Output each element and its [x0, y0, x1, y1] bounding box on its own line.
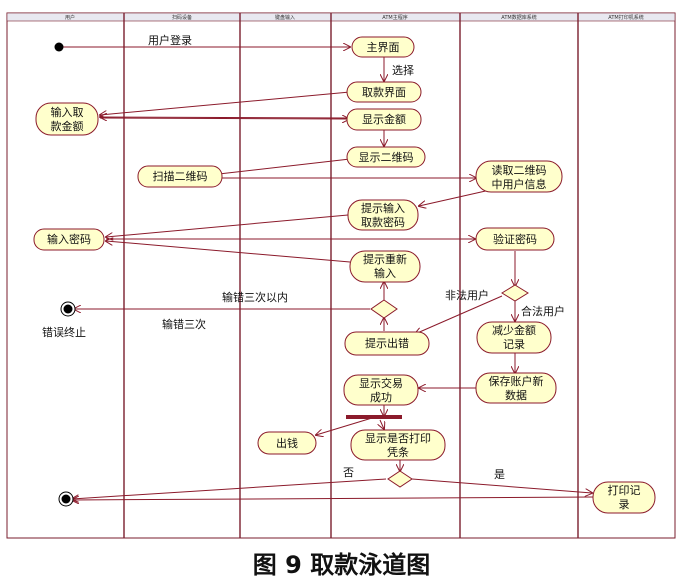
activity-label: 中用户信息 — [492, 177, 547, 191]
edge — [210, 158, 351, 175]
lane-titles: 用户 扫码设备 键盘输入 ATM主程序 ATM数据库系统 ATM打印机系统 — [65, 14, 644, 21]
activity-texts: 主界面 取款界面 输入取 款金额 显示金额 显示二维码 扫描二维码 读取二维码 … — [47, 41, 641, 511]
decision-user-validity — [501, 284, 529, 302]
activity-verify-pwd — [475, 227, 555, 251]
edge — [100, 91, 351, 115]
lane-title-atm-main: ATM主程序 — [382, 14, 407, 21]
header-band — [6, 12, 676, 22]
lane-title-user: 用户 — [65, 14, 75, 21]
activity-label: 显示二维码 — [359, 151, 414, 164]
fork-bar — [346, 415, 402, 419]
activity-reduce — [476, 321, 552, 354]
activity-save-data — [475, 372, 557, 404]
activity-scan-qr — [137, 165, 223, 188]
lane-title-db: ATM数据库系统 — [501, 14, 536, 21]
activity-label: 记录 — [503, 338, 525, 351]
edge — [415, 295, 503, 334]
activity-label: 录 — [619, 498, 630, 511]
label-no: 否 — [343, 466, 354, 479]
activity-label: 款金额 — [51, 119, 84, 133]
activity-label: 输入 — [374, 266, 396, 280]
lane-separators — [123, 13, 579, 538]
activity-label: 主界面 — [367, 41, 400, 54]
activity-label: 数据 — [505, 388, 527, 402]
activity-ask-print — [350, 429, 446, 461]
lane-title-keypad: 键盘输入 — [275, 14, 295, 21]
initial-node — [54, 42, 64, 52]
activity-input-pwd — [33, 228, 105, 251]
activity-label: 减少金额 — [492, 323, 536, 337]
label-error-end: 错误终止 — [42, 325, 86, 339]
edge — [72, 497, 595, 500]
edge-labels: 用户登录 选择 输错三次以内 输错三次 非法用户 合法用户 否 是 错误终止 — [42, 33, 565, 481]
activity-read-qr — [475, 160, 563, 193]
activity-label: 输入取 — [51, 105, 84, 119]
label-within3: 输错三次以内 — [222, 290, 288, 304]
activity-prompt-error — [344, 331, 430, 356]
edge — [380, 419, 384, 429]
final-node-error-core — [63, 304, 73, 314]
decision-print — [387, 470, 413, 488]
flow-edges — [62, 47, 595, 500]
activity-label: 扫描二维码 — [153, 169, 208, 183]
activity-label: 打印记 — [608, 483, 641, 497]
activity-label: 提示输入 — [361, 201, 405, 215]
activity-label: 提示重新 — [363, 252, 407, 266]
figure-caption: 图 9 取款泳道图 — [252, 551, 431, 579]
activity-print — [592, 481, 656, 514]
activity-label: 读取二维码 — [492, 163, 547, 177]
activity-label: 取款界面 — [362, 85, 406, 99]
edge — [419, 189, 491, 206]
label-login: 用户登录 — [148, 33, 192, 47]
edge — [72, 478, 387, 499]
lane-title-printer: ATM打印机系统 — [608, 14, 643, 21]
label-legal: 合法用户 — [521, 304, 565, 318]
edge — [106, 214, 349, 237]
activity-label: 显示交易 — [359, 376, 403, 390]
diagram-frame — [6, 12, 676, 539]
activity-prompt-pwd — [347, 199, 419, 231]
activity-label: 显示是否打印 — [365, 431, 431, 445]
label-illegal: 非法用户 — [445, 288, 489, 302]
activity-show-qr — [346, 146, 426, 168]
activity-dispense — [257, 431, 317, 455]
activity-label: 出钱 — [276, 436, 298, 450]
final-node-core — [61, 494, 71, 504]
activity-success — [343, 374, 419, 406]
activity-withdraw-ui — [346, 81, 422, 103]
edge — [106, 241, 351, 263]
lane-title-scanner: 扫码设备 — [172, 14, 192, 21]
activity-reenter — [349, 250, 421, 283]
activity-label: 显示金额 — [362, 112, 406, 126]
activity-main — [351, 36, 415, 58]
edge — [99, 118, 349, 119]
activity-show-amount — [346, 108, 422, 131]
activity-label: 提示出错 — [365, 336, 409, 350]
label-yes: 是 — [494, 468, 505, 481]
label-select: 选择 — [392, 63, 414, 77]
edge — [411, 478, 592, 493]
activity-label: 保存账户新 — [489, 374, 544, 388]
activity-label: 验证密码 — [493, 232, 537, 246]
activity-label: 取款密码 — [361, 215, 405, 229]
activity-label: 凭条 — [387, 445, 409, 459]
decision-password-retry — [370, 299, 398, 319]
activity-nodes — [33, 36, 656, 514]
activity-label: 成功 — [370, 391, 392, 404]
edge — [316, 417, 373, 435]
label-three: 输错三次 — [162, 317, 206, 331]
activity-input-amount — [35, 102, 99, 136]
activity-label: 输入密码 — [47, 232, 91, 246]
edge — [100, 117, 351, 118]
